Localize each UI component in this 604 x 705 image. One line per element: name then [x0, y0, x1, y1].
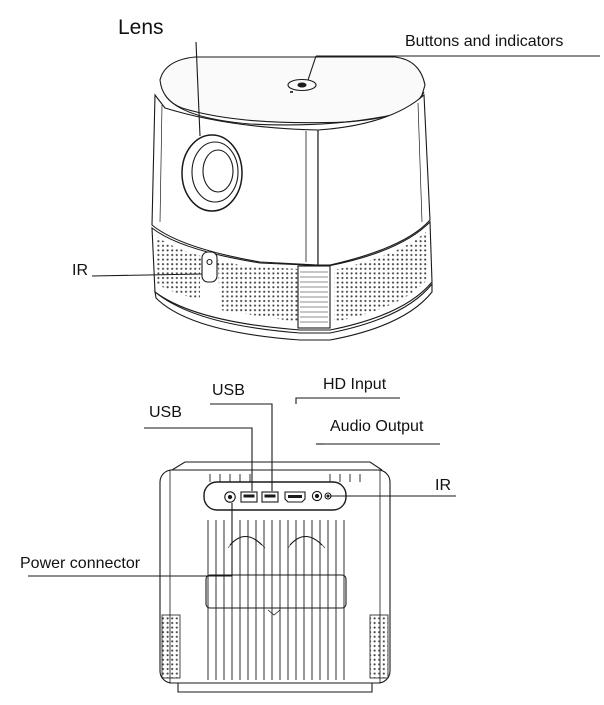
usb-2-label: USB — [212, 382, 245, 399]
top-lid — [159, 56, 426, 124]
power-connector-label: Power connector — [20, 555, 141, 572]
base — [154, 282, 433, 341]
usb1-leader — [144, 427, 253, 491]
hd-leader — [295, 397, 400, 404]
hd-port — [284, 491, 306, 503]
ir-front-leader — [91, 273, 203, 277]
buttons-indicators-label: Buttons and indicators — [405, 33, 564, 50]
ir-front-label: IR — [72, 262, 88, 279]
front-view — [91, 41, 600, 341]
rear-right-grille — [369, 614, 389, 679]
rear-view — [28, 397, 456, 693]
lens — [181, 134, 243, 212]
rear-left-grille — [161, 614, 181, 679]
audio-output-label: Audio Output — [330, 418, 424, 435]
ir-back-label: IR — [435, 477, 451, 494]
hd-input-label: HD Input — [323, 376, 387, 393]
power-leader — [28, 503, 233, 577]
body-right-face — [317, 93, 431, 266]
power-port — [224, 491, 236, 503]
lens-leader — [195, 41, 201, 137]
ir-window — [201, 251, 218, 283]
top-buttons — [287, 78, 317, 92]
audio-port — [311, 490, 323, 502]
lens-label: Lens — [118, 16, 164, 39]
rear-ribs — [207, 474, 361, 680]
usb-port-2 — [261, 491, 279, 503]
usb-port-1 — [240, 491, 258, 503]
usb2-leader — [210, 403, 273, 491]
usb-1-label: USB — [149, 404, 182, 421]
